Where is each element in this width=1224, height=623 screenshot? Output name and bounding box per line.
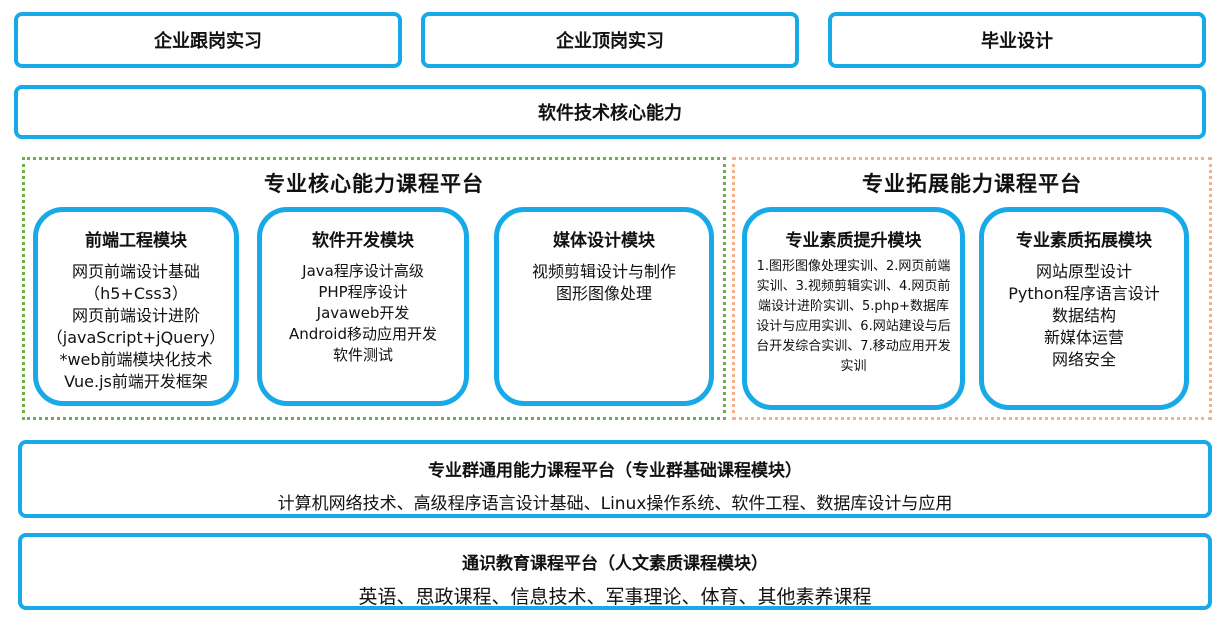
module-title: 专业素质拓展模块	[1016, 231, 1152, 251]
media-design-module: 媒体设计模块 视频剪辑设计与制作 图形图像处理	[494, 207, 714, 406]
module-title: 媒体设计模块	[553, 231, 655, 251]
module-item: 网络安全	[1051, 350, 1116, 369]
module-description: 1.图形图像处理实训、2.网页前端实训、3.视频剪辑实训、4.网页前端设计进阶实…	[756, 259, 951, 374]
module-item: *web前端模块化技术	[59, 350, 213, 369]
module-item: 视频剪辑设计与制作	[531, 262, 676, 281]
module-title: 前端工程模块	[85, 231, 187, 251]
module-item: PHP程序设计	[318, 283, 408, 301]
module-item: 新媒体运营	[1043, 328, 1124, 347]
module-item: Javaweb开发	[316, 304, 410, 322]
module-item: 网站原型设计	[1035, 262, 1132, 281]
module-title: 专业素质提升模块	[785, 231, 922, 251]
module-item: 网页前端设计进阶	[71, 306, 200, 325]
module-item: 网页前端设计基础	[71, 262, 200, 281]
general-ability-platform: 专业群通用能力课程平台（专业群基础课程模块） 计算机网络技术、高级程序语言设计基…	[18, 440, 1212, 518]
module-item: 软件测试	[332, 346, 393, 364]
general-education-platform: 通识教育课程平台（人文素质课程模块） 英语、思政课程、信息技术、军事理论、体育、…	[18, 533, 1212, 610]
graduation-design-box: 毕业设计	[828, 12, 1206, 68]
professional-quality-extension-module: 专业素质拓展模块 网站原型设计 Python程序语言设计 数据结构 新媒体运营 …	[979, 207, 1189, 410]
frontend-engineering-module: 前端工程模块 网页前端设计基础 （h5+Css3） 网页前端设计进阶 （java…	[33, 207, 239, 406]
enterprise-shadowing-internship-box: 企业跟岗实习	[14, 12, 402, 68]
module-item: Python程序语言设计	[1008, 284, 1160, 303]
module-item: 图形图像处理	[555, 284, 652, 303]
module-item: 数据结构	[1051, 306, 1116, 325]
core-ability-platform: 专业核心能力课程平台	[22, 157, 726, 420]
software-development-module: 软件开发模块 Java程序设计高级 PHP程序设计 Javaweb开发 Andr…	[257, 207, 469, 406]
module-item: Android移动应用开发	[289, 325, 437, 343]
education-platform-courses: 英语、思政课程、信息技术、军事理论、体育、其他素养课程	[358, 586, 872, 608]
core-platform-title: 专业核心能力课程平台	[264, 172, 484, 196]
education-platform-title: 通识教育课程平台（人文素质课程模块）	[462, 554, 768, 574]
module-item: （h5+Css3）	[84, 284, 188, 303]
module-item: Java程序设计高级	[302, 262, 424, 280]
enterprise-post-internship-box: 企业顶岗实习	[421, 12, 799, 68]
module-item: （javaScript+jQuery）	[46, 328, 226, 347]
general-platform-courses: 计算机网络技术、高级程序语言设计基础、Linux操作系统、软件工程、数据库设计与…	[277, 494, 953, 514]
extension-platform-title: 专业拓展能力课程平台	[862, 172, 1082, 196]
extension-ability-platform: 专业拓展能力课程平台	[732, 157, 1212, 420]
software-core-ability-box: 软件技术核心能力	[14, 85, 1206, 139]
general-platform-title: 专业群通用能力课程平台（专业群基础课程模块）	[428, 461, 802, 481]
module-item: Vue.js前端开发框架	[64, 372, 208, 391]
professional-quality-improvement-module: 专业素质提升模块 1.图形图像处理实训、2.网页前端实训、3.视频剪辑实训、4.…	[742, 207, 965, 410]
module-title: 软件开发模块	[312, 231, 414, 251]
